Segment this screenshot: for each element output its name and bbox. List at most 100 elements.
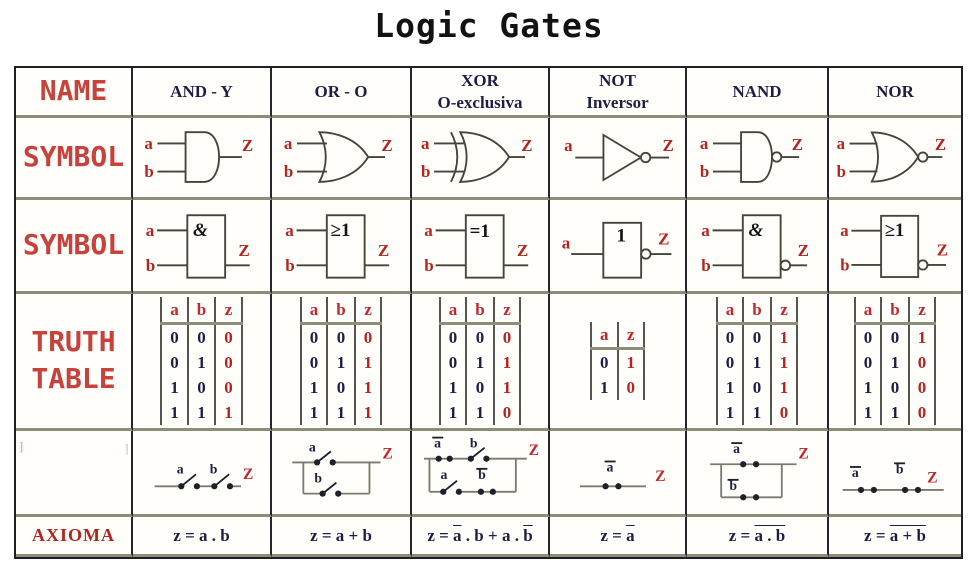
truth-value: 0	[214, 350, 243, 375]
and-iec-symbol-icon: a b & Z	[146, 214, 250, 279]
truth-header: a	[715, 297, 745, 325]
row-header-name: NAME	[16, 68, 133, 118]
not-circuit-cell: a Z	[550, 431, 687, 517]
iec-box	[602, 221, 643, 279]
truth-value: 1	[907, 323, 937, 350]
input-a-label: a	[144, 134, 153, 153]
svg-text:b: b	[146, 256, 155, 275]
truth-header: a	[438, 297, 468, 325]
switch-not-b-label: b	[478, 467, 486, 482]
truth-value: 1	[492, 350, 522, 375]
truth-value: 0	[214, 323, 243, 350]
truth-value: 0	[353, 323, 383, 350]
truth-value: 0	[492, 400, 522, 425]
truth-value: 0	[715, 350, 745, 375]
switch-not-a-label: a	[852, 465, 859, 480]
truth-value: 1	[769, 375, 799, 400]
truth-value: 0	[853, 323, 883, 350]
inversion-bubble	[779, 259, 792, 272]
truth-header: b	[326, 297, 356, 325]
truth-header: a	[160, 297, 189, 325]
col-header-nand: NAND	[687, 68, 829, 118]
svg-text:a: a	[284, 134, 293, 153]
nor-iec-cell: a b ≥1 Z	[829, 200, 961, 294]
nor-axiom: z = a + b	[829, 517, 961, 557]
inversion-bubble	[917, 151, 929, 163]
svg-text:a: a	[421, 134, 430, 153]
iec-box	[325, 214, 366, 279]
xor-switch-circuit-icon: a b a b Z	[423, 436, 539, 495]
input-wires	[157, 142, 186, 173]
truth-value: 1	[353, 400, 383, 425]
truth-header: z	[907, 297, 937, 325]
svg-text:b: b	[837, 162, 846, 181]
svg-text:a: a	[562, 233, 571, 252]
iec-box	[186, 214, 227, 279]
input-wires	[296, 142, 327, 173]
xor-iec-symbol-icon: a b =1 Z	[424, 214, 528, 279]
switch-a-label: a	[441, 467, 448, 482]
or-iec-cell: a b ≥1 Z	[272, 200, 412, 294]
not-axiom: z = a	[550, 517, 687, 557]
iec-function-label: &	[193, 220, 208, 241]
nor-gate-shape	[870, 131, 920, 183]
truth-value: 0	[186, 323, 217, 350]
not-switch-circuit-icon: a Z	[579, 460, 666, 490]
nand-gate-symbol-icon: a b Z	[700, 131, 803, 183]
or-axiom: z = a + b	[272, 517, 412, 557]
truth-value: 0	[465, 323, 495, 350]
nand-gate-shape	[740, 131, 773, 183]
svg-text:Z: Z	[238, 241, 249, 260]
svg-text:b: b	[701, 256, 710, 275]
switch-a-label: a	[309, 439, 316, 454]
xor-gate-shape	[458, 131, 511, 183]
truth-value: 1	[299, 400, 329, 425]
truth-value: 0	[160, 323, 189, 350]
not-ansi-cell: a Z	[550, 118, 687, 200]
truth-value: 0	[438, 323, 468, 350]
truth-value: 0	[715, 323, 745, 350]
truth-header: a	[853, 297, 883, 325]
col-header-and: AND - Y	[133, 68, 272, 118]
truth-value: 1	[353, 350, 383, 375]
svg-text:Z: Z	[381, 136, 392, 155]
truth-value: 0	[907, 400, 937, 425]
truth-value: 1	[742, 400, 772, 425]
truth-value: 1	[186, 350, 217, 375]
nand-ansi-cell: a b Z	[687, 118, 829, 200]
output-z-label: Z	[242, 136, 253, 155]
inversion-bubble	[640, 248, 652, 260]
svg-text:Z: Z	[792, 135, 803, 154]
truth-value: 0	[160, 350, 189, 375]
svg-text:Z: Z	[378, 241, 389, 260]
truth-value: 1	[769, 350, 799, 375]
truth-value: 1	[214, 400, 243, 425]
truth-value: 1	[492, 375, 522, 400]
truth-header: b	[186, 297, 217, 325]
svg-text:a: a	[701, 221, 710, 240]
inversion-bubble	[640, 151, 652, 164]
not-iec-cell: a 1 Z	[550, 200, 687, 294]
and-axiom: z = a . b	[133, 517, 272, 557]
